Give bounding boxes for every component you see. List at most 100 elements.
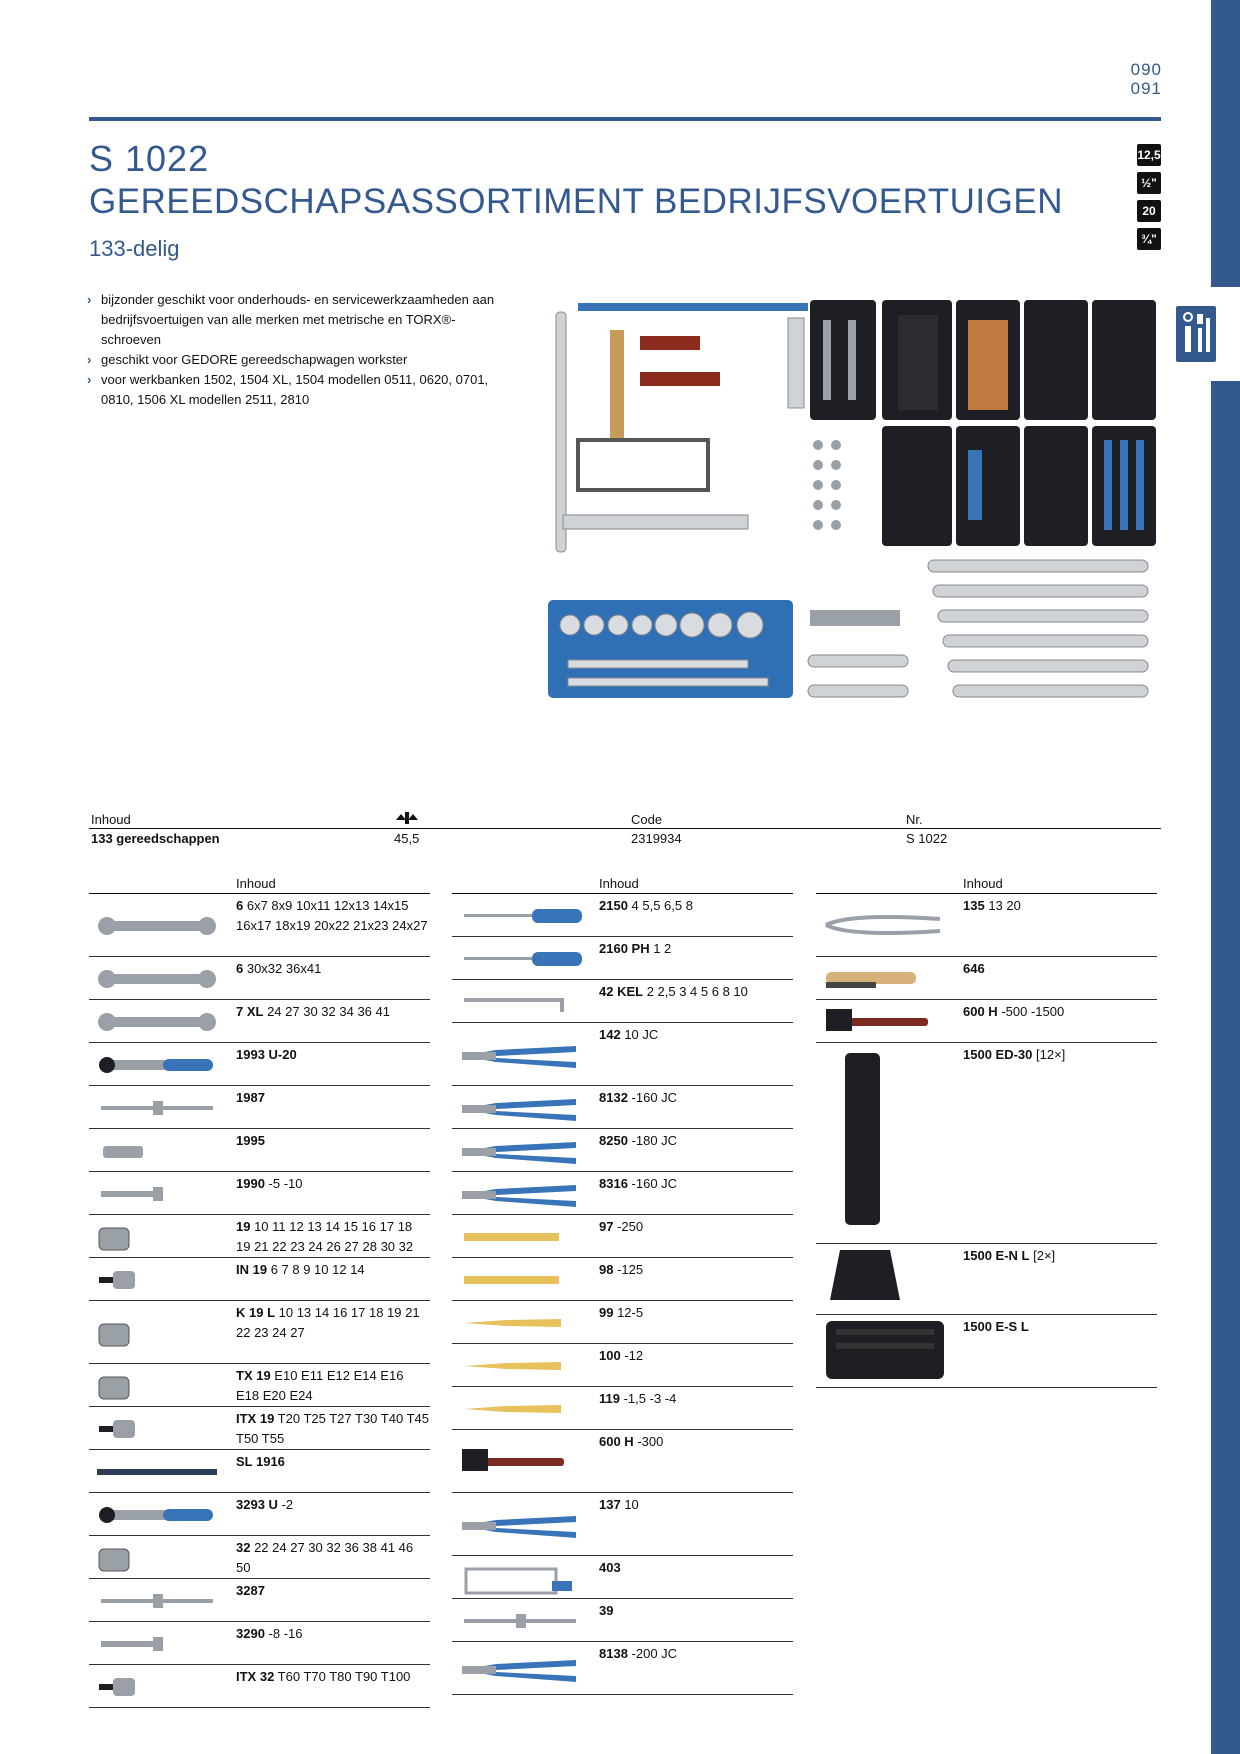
contents-row: 119 -1,5 -3 -4 [452, 1387, 793, 1430]
toolbox-category-icon [1176, 306, 1216, 362]
tool-pliers-icon [456, 1172, 586, 1220]
item-text: 600 H -300 [599, 1432, 793, 1452]
page-subtitle: 133-delig [89, 236, 180, 261]
item-text: 1500 E-S L [963, 1317, 1157, 1337]
item-text: 135 13 20 [963, 896, 1157, 916]
tool-box-icon [820, 1244, 950, 1320]
item-text: 1990 -5 -10 [236, 1174, 430, 1194]
contents-row: 19 10 11 12 13 14 15 16 17 18 19 21 22 2… [89, 1215, 430, 1258]
item-text: 100 -12 [599, 1346, 793, 1366]
item-text: IN 19 6 7 8 9 10 12 14 [236, 1260, 430, 1280]
drive-size-badges: 12,5 ½" 20 ¾" [1137, 144, 1161, 256]
contents-row: 600 H -500 -1500 [816, 1000, 1157, 1043]
item-text: ITX 19 T20 T25 T27 T30 T40 T45 T50 T55 [236, 1409, 430, 1449]
item-code: 142 [599, 1027, 621, 1042]
tool-bit-icon [93, 1407, 223, 1455]
tool-hammer-icon [820, 1000, 950, 1048]
item-text: 1500 ED-30 [12×] [963, 1045, 1157, 1065]
item-sizes: -180 JC [627, 1133, 678, 1148]
item-text: 137 10 [599, 1495, 793, 1515]
item-text: 6 6x7 8x9 10x11 12x13 14x15 16x17 18x19 … [236, 896, 430, 936]
tool-socket-icon [93, 1364, 223, 1412]
tool-bar-icon [456, 1599, 586, 1647]
contents-row: 3287 [89, 1579, 430, 1622]
contents-row: 3290 -8 -16 [89, 1622, 430, 1665]
item-sizes: -160 JC [627, 1090, 678, 1105]
contents-row: 1500 ED-30 [12×] [816, 1043, 1157, 1244]
item-text: 39 [599, 1601, 793, 1621]
contents-row: 1500 E-N L [2×] [816, 1244, 1157, 1315]
tool-tray-icon [820, 1043, 950, 1249]
item-code: 6 [236, 898, 244, 913]
contents-row: 2150 4 5,5 6,5 8 [452, 894, 793, 937]
tool-bar-icon [93, 1086, 223, 1134]
item-code: 99 [599, 1305, 614, 1320]
item-text: 646 [963, 959, 1157, 979]
item-code: 7 XL [236, 1004, 264, 1019]
tool-bit-icon [93, 1665, 223, 1713]
tool-bit-icon [93, 1258, 223, 1306]
spec-table-row: 133 gereedschappen 45,5 2319934 S 1022 [89, 829, 1161, 851]
spec-inhoud: 133 gereedschappen [91, 831, 220, 846]
item-sizes: -125 [613, 1262, 644, 1277]
feature-item: ›bijzonder geschikt voor onderhouds- en … [87, 292, 495, 347]
contents-row: 1990 -5 -10 [89, 1172, 430, 1215]
contents-row: 1987 [89, 1086, 430, 1129]
item-sizes: T60 T70 T80 T90 T100 [274, 1669, 411, 1684]
item-code: 135 [963, 898, 985, 913]
item-code: 1995 [236, 1133, 265, 1148]
contents-row: IN 19 6 7 8 9 10 12 14 [89, 1258, 430, 1301]
contents-row: 100 -12 [452, 1344, 793, 1387]
tool-pincers-icon [820, 894, 950, 962]
contents-row: 600 H -300 [452, 1430, 793, 1493]
page-number-left: 090 [1130, 60, 1162, 79]
item-text: TX 19 E10 E11 E12 E14 E16 E18 E20 E24 [236, 1366, 430, 1406]
spec-header-nr: Nr. [906, 812, 923, 827]
item-sizes: T20 T25 T27 T30 T40 T45 T50 T55 [236, 1411, 429, 1446]
item-sizes: 10 [620, 1497, 639, 1512]
contents-row: 1500 E-S L [816, 1315, 1157, 1388]
item-sizes: -12 [620, 1348, 644, 1363]
column-header: Inhoud [452, 875, 793, 894]
item-sizes: 2 2,5 3 4 5 6 8 10 [643, 984, 748, 999]
contents-row: 3293 U -2 [89, 1493, 430, 1536]
item-text: 3293 U -2 [236, 1495, 430, 1515]
item-code: 19 [236, 1219, 251, 1234]
item-text: 403 [599, 1558, 793, 1578]
item-text: 98 -125 [599, 1260, 793, 1280]
item-code: 119 [599, 1391, 620, 1406]
edge-bar [1211, 0, 1240, 1754]
item-text: 2160 PH 1 2 [599, 939, 793, 959]
contents-row: 646 [816, 957, 1157, 1000]
item-text: 1500 E-N L [2×] [963, 1246, 1157, 1266]
tool-pliers-icon [456, 1023, 586, 1091]
feature-list: ›bijzonder geschikt voor onderhouds- en … [87, 290, 497, 410]
item-text: 99 12-5 [599, 1303, 793, 1323]
item-text: 600 H -500 -1500 [963, 1002, 1157, 1022]
item-text: 1993 U-20 [236, 1045, 430, 1065]
tool-socket-icon [93, 1301, 223, 1369]
feature-item: ›voor werkbanken 1502, 1504 XL, 1504 mod… [87, 372, 489, 407]
spec-header-inhoud: Inhoud [91, 812, 131, 827]
contents-row: 8138 -200 JC [452, 1642, 793, 1695]
drive-badge: ¾" [1137, 228, 1161, 250]
item-sizes: E10 E11 E12 E14 E16 E18 E20 E24 [236, 1368, 404, 1403]
item-sizes: 1 2 [649, 941, 672, 956]
item-code: 2150 [599, 898, 628, 913]
item-sizes: -5 -10 [264, 1176, 303, 1191]
item-code: 32 [236, 1540, 251, 1555]
tool-punch-icon [456, 1387, 586, 1435]
item-code: 137 [599, 1497, 621, 1512]
contents-row: 1993 U-20 [89, 1043, 430, 1086]
item-sizes: 4 5,5 6,5 8 [627, 898, 693, 913]
tool-bar-icon [93, 1579, 223, 1627]
item-text: 142 10 JC [599, 1025, 793, 1045]
tool-hammer-icon [456, 1430, 586, 1498]
item-code: 6 [236, 961, 244, 976]
spec-table-header: Inhoud Code Nr. [89, 810, 1161, 829]
product-photo [548, 300, 1156, 698]
item-code: 8316 [599, 1176, 628, 1191]
item-code: 42 KEL [599, 984, 644, 999]
